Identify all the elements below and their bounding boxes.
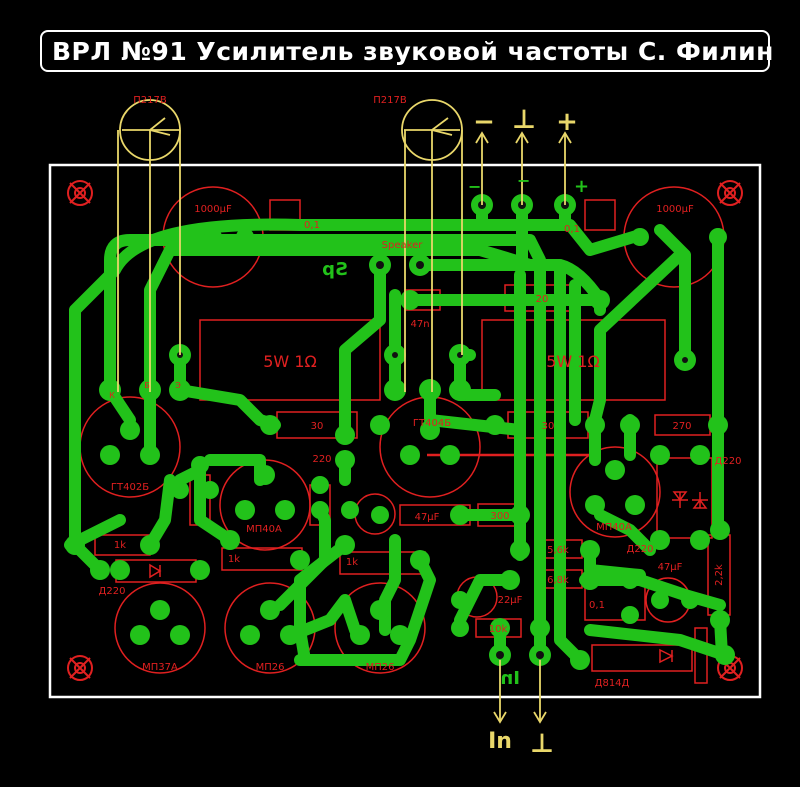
pin-label-e: Э [175, 381, 181, 390]
input-mirror-text: In [500, 668, 520, 689]
label-p217v-left: П217В [133, 95, 167, 106]
page-title: ВРЛ №91 Усилитель звуковой частоты С. Фи… [52, 36, 774, 66]
label-res-270: 270 [672, 421, 691, 432]
label-cap-47uf-mid: 47µF [415, 512, 440, 523]
label-p217v-right: П217В [373, 95, 407, 106]
label-res-1k: 1k [114, 540, 126, 551]
label-cap-47uf-right: 47µF [658, 562, 683, 573]
label-res-300: 300 [490, 511, 509, 522]
label-res-10k: 10k [489, 624, 508, 635]
terminal-ground: ⊥ [512, 105, 536, 135]
terminal-labels: − ⊥ + In ⊥ [473, 105, 578, 759]
label-res-5w-left: 5W 1Ω [263, 352, 317, 371]
label-mp40-right: МП40А [596, 522, 632, 533]
pin-label-k: К [109, 391, 115, 400]
label-res-1k-b: 1k [228, 554, 240, 565]
diode-symbols [149, 491, 708, 664]
label-res-5w-right: 5W 1Ω [546, 352, 600, 371]
label-speaker: Speaker [382, 240, 424, 251]
label-res-2-2k: 2,2k [714, 564, 725, 586]
label-diode-d220-mid: Д220 [627, 544, 654, 555]
label-mp26-b: МП26 [366, 662, 395, 673]
terminal-input-ground: ⊥ [530, 729, 554, 759]
label-cap-01-low: 0,1 [589, 600, 605, 611]
label-res-30-left: 30 [311, 421, 324, 432]
terminal-minus: − [473, 107, 495, 137]
label-cap-47n: 47n [410, 319, 429, 330]
board-ground-mark: − [517, 171, 530, 190]
wire-layer [117, 99, 572, 724]
label-gt402: ГТ402Б [111, 482, 149, 493]
label-res-5-6k: 5,6k [547, 545, 569, 556]
label-cap-22uf: 22µF [498, 595, 523, 606]
label-res-20: 20 [536, 294, 549, 305]
label-cap-220: 220 [312, 454, 331, 465]
label-zener-d814d: Д814Д [595, 678, 630, 689]
silkscreen-text: П217В П217В 1000µF 1000µF 0,1 0,1 Speake… [99, 95, 742, 689]
terminal-input: In [488, 729, 512, 754]
label-cap-01-right: 0,1 [564, 224, 580, 235]
label-mp40-left: МП40А [246, 524, 282, 535]
label-mp37a: МП37А [142, 662, 178, 673]
copper-text: − − + Sp In [322, 171, 589, 689]
label-cap-1000-right: 1000µF [656, 204, 694, 215]
label-res-6-8k: 6,8k [547, 575, 569, 586]
label-diode-d220-left: Д220 [99, 586, 126, 597]
speaker-mirror-text: Sp [322, 259, 348, 280]
label-res-30-right: 30 [542, 421, 555, 432]
label-gt404: ГТ404Б [413, 418, 451, 429]
board-minus-mark: − [468, 177, 481, 196]
label-cap-01-left: 0,1 [304, 220, 320, 231]
pin-label-b: Б [144, 381, 150, 390]
label-cap-1000-left: 1000µF [194, 204, 232, 215]
title-banner: ВРЛ №91 Усилитель звуковой частоты С. Фи… [40, 30, 773, 72]
label-mp26-a: МП26 [256, 662, 285, 673]
terminal-plus: + [556, 107, 578, 137]
label-res-1k-c: 1k [346, 557, 358, 568]
board-plus-mark: + [574, 176, 589, 197]
label-diode-d220-right: Д220 [715, 456, 742, 467]
